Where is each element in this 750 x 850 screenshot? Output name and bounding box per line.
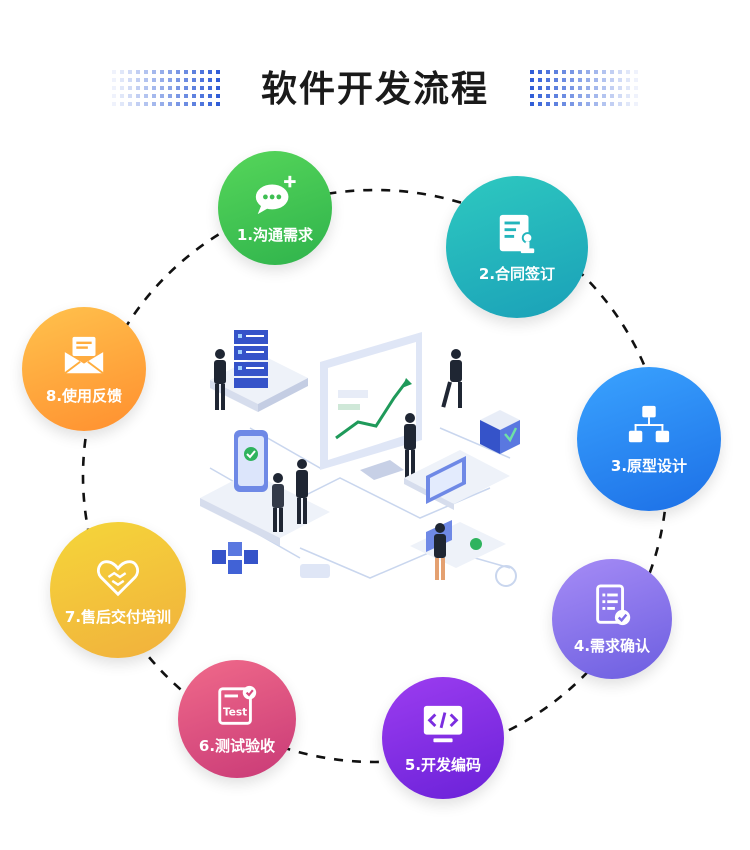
isometric-software-team-illustration: [200, 330, 520, 587]
handshake-heart-icon: [97, 559, 139, 596]
step-2-sign-contract: 2.合同签订: [446, 176, 588, 318]
page-title: 软件开发流程: [260, 69, 489, 110]
step-label: 5.开发编码: [404, 755, 482, 774]
step-label: 3.原型设计: [610, 456, 688, 475]
step-6-test-acceptance: Test 6.测试验收: [178, 660, 296, 778]
svg-text:Test: Test: [223, 706, 247, 718]
step-3-prototype-design: 3.原型设计: [577, 367, 721, 511]
step-label: 2.合同签订: [478, 264, 556, 283]
step-label: 7.售后交付培训: [64, 607, 172, 626]
step-1-communicate-requirements: 1.沟通需求: [218, 151, 332, 265]
envelope-icon: [64, 336, 104, 374]
step-label: 8.使用反馈: [45, 386, 123, 405]
contract-stamp-icon: [499, 214, 535, 253]
hierarchy-diagram-icon: [628, 405, 670, 442]
step-label: 1.沟通需求: [236, 225, 314, 244]
step-7-after-sales-training: 7.售后交付培训: [50, 522, 186, 658]
step-label: 6.测试验收: [198, 736, 276, 755]
title-dots-right: [530, 70, 638, 106]
title-dots-left: [112, 70, 220, 106]
test-clipboard-icon: Test: [218, 685, 257, 725]
code-monitor-icon: [423, 705, 463, 742]
step-label: 4.需求确认: [573, 636, 651, 655]
step-8-usage-feedback: 8.使用反馈: [22, 307, 146, 431]
checklist-check-icon: [596, 583, 631, 625]
step-4-confirm-requirements: 4.需求确认: [552, 559, 672, 679]
step-5-development-coding: 5.开发编码: [382, 677, 504, 799]
chat-bubbles-plus-icon: [255, 175, 296, 214]
